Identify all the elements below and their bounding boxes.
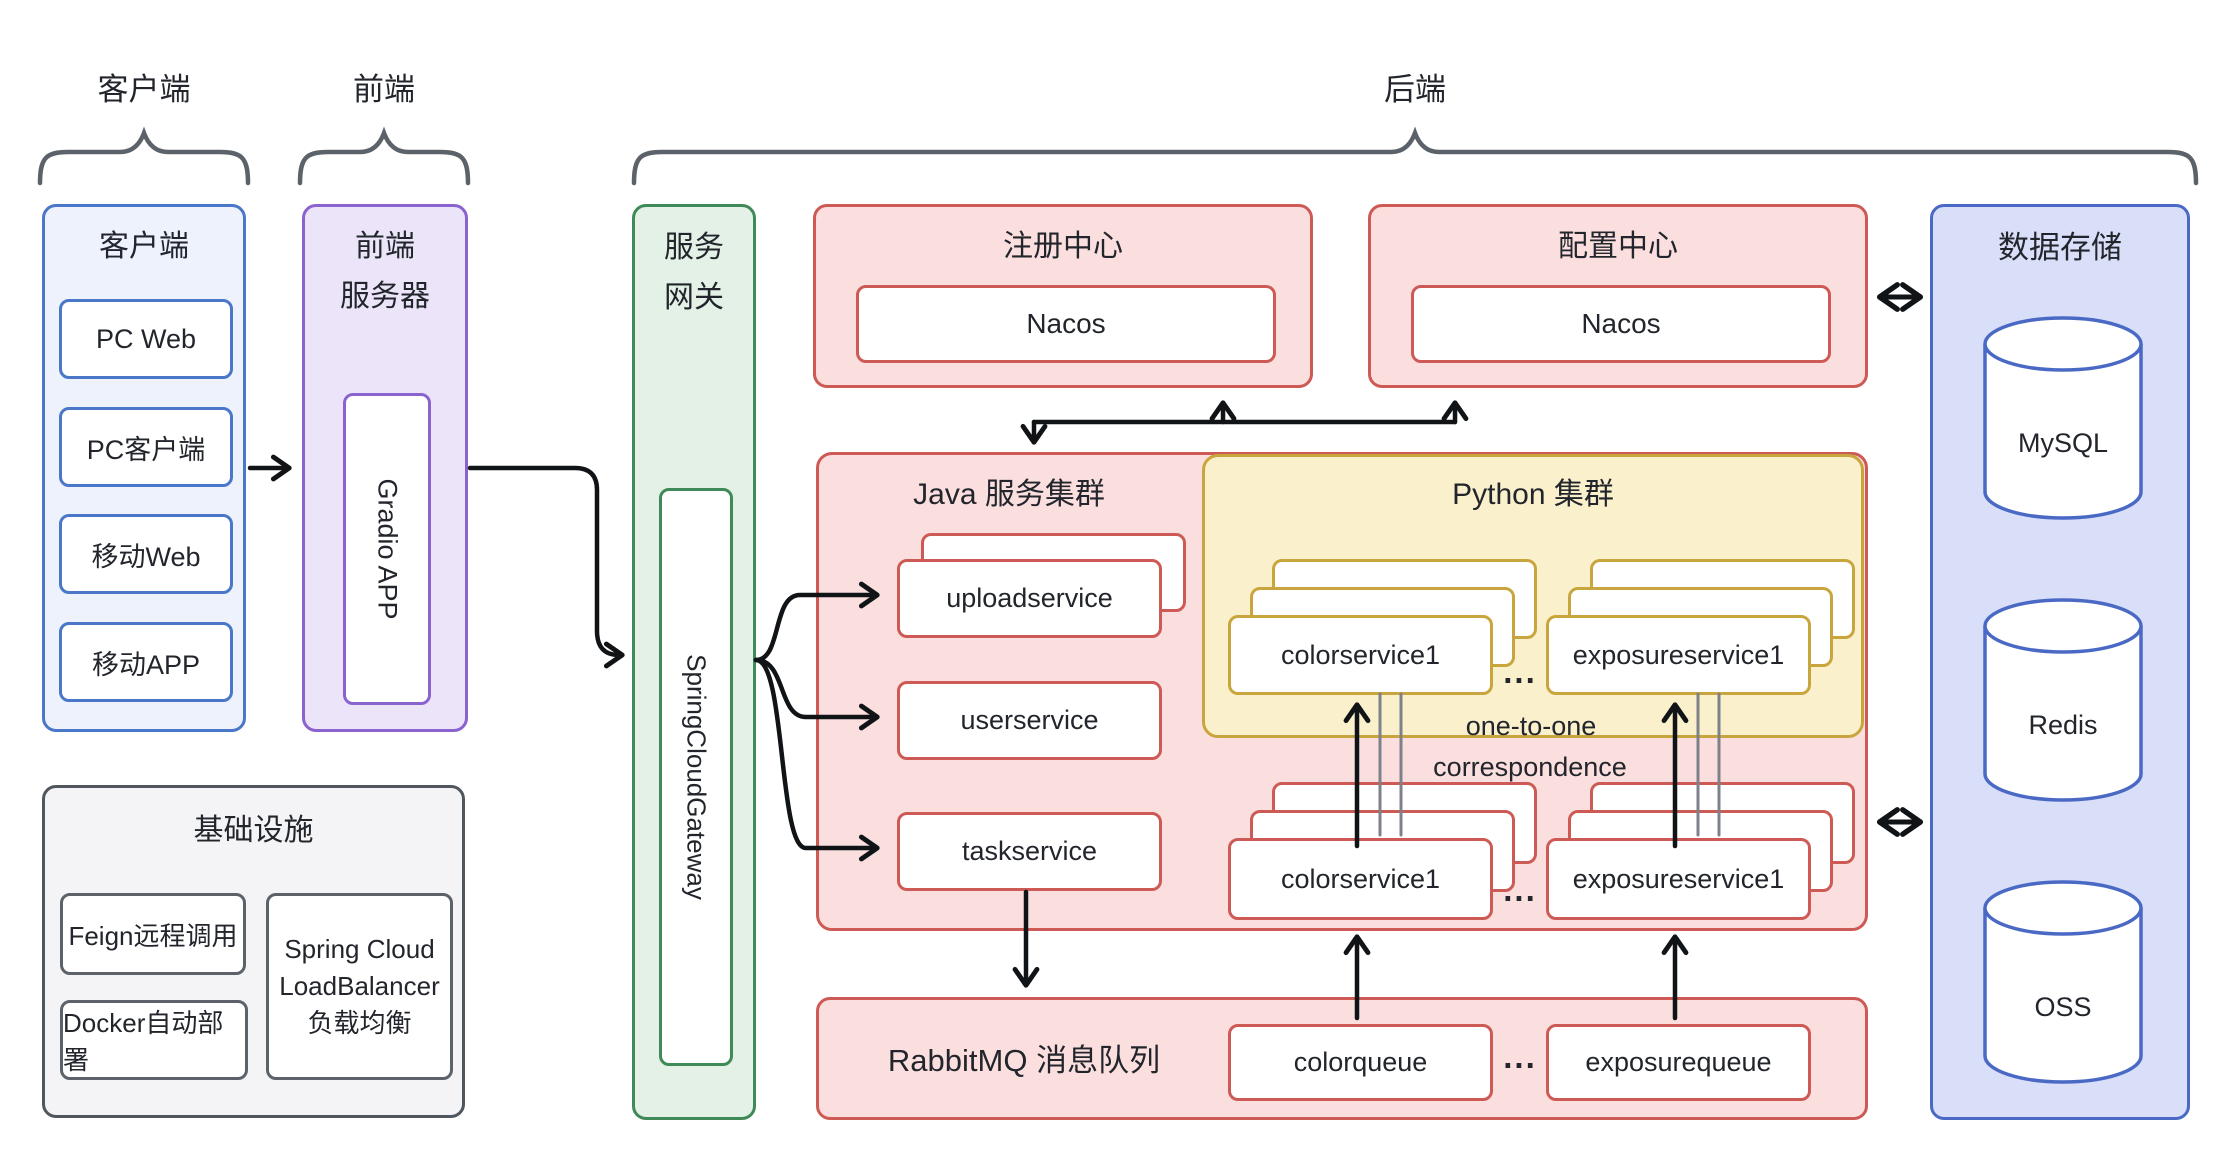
rabbitmq-panel: RabbitMQ 消息队列 colorqueue exposurequeue .… (816, 997, 1868, 1120)
rabbitmq-title: RabbitMQ 消息队列 (887, 1043, 1161, 1078)
taskservice-box: taskservice (897, 812, 1162, 891)
registry-nacos-box: Nacos (856, 285, 1276, 363)
frontend-brace (297, 126, 471, 186)
colorservice-box: colorservice1 (1228, 615, 1493, 695)
infra-panel: 基础设施 Feign远程调用 Docker自动部署 Spring Cloud L… (42, 785, 465, 1118)
oss-label: OSS (2034, 992, 2092, 1022)
frontend-brace-label: 前端 (353, 72, 415, 107)
loadbalancer-lines: Spring Cloud LoadBalancer 负载均衡 (279, 931, 439, 1042)
group-braces (37, 126, 2199, 186)
one-to-one-note-line2: correspondence (1433, 752, 1627, 782)
gateway-panel: 服务 网关 SpringCloudGateway (632, 204, 756, 1120)
frontend-panel-subtitle: 服务器 (340, 280, 430, 313)
java-cluster-title: Java 服务集群 (913, 478, 1105, 511)
colorqueue-box: colorqueue (1228, 1024, 1493, 1101)
registry-panel: 注册中心 Nacos (813, 204, 1313, 388)
loadbalancer-line2: LoadBalancer (279, 971, 440, 1001)
exposurequeue-box: exposurequeue (1546, 1024, 1811, 1101)
workers-ellipsis: ... (1503, 871, 1537, 908)
arrow-frontend-to-gateway (467, 465, 625, 669)
loadbalancer-line1: Spring Cloud (284, 934, 435, 964)
infra-panel-title: 基础设施 (193, 814, 314, 847)
uploadservice-box: uploadservice (897, 559, 1162, 638)
frontend-panel: 前端 服务器 Gradio APP (302, 204, 468, 732)
one-to-one-note-line1: one-to-one (1465, 711, 1597, 741)
backend-brace-label: 后端 (1384, 72, 1446, 107)
exposureservice-box: exposureservice1 (1546, 615, 1811, 695)
client-item-mobile-app: 移动APP (59, 622, 233, 702)
gateway-panel-title: 服务 (664, 231, 724, 264)
python-cluster-title: Python 集群 (1452, 478, 1614, 511)
client-item-pc-client: PC客户端 (59, 407, 233, 487)
client-item-pc-web: PC Web (59, 299, 233, 379)
loadbalancer-box: Spring Cloud LoadBalancer 负载均衡 (266, 893, 453, 1080)
gradio-app-label: Gradio APP (372, 478, 403, 620)
gradio-app-box: Gradio APP (343, 393, 431, 705)
colorservice-worker-box: colorservice1 (1228, 838, 1493, 920)
loadbalancer-line3: 负载均衡 (307, 1008, 412, 1038)
client-panel: 客户端 PC Web PC客户端 移动Web 移动APP (42, 204, 246, 732)
docker-box: Docker自动部署 (60, 1000, 248, 1080)
redis-label: Redis (2028, 710, 2098, 740)
backend-brace (631, 126, 2199, 186)
client-brace (37, 126, 251, 186)
client-item-mobile-web: 移动Web (59, 514, 233, 594)
registry-panel-title: 注册中心 (1003, 230, 1123, 263)
python-ellipsis: ... (1503, 653, 1537, 690)
exposureservice-worker-box: exposureservice1 (1546, 838, 1811, 920)
config-center-panel-title: 配置中心 (1558, 230, 1678, 263)
spring-cloud-gateway-label: SpringCloudGateway (681, 654, 712, 900)
feign-box: Feign远程调用 (60, 893, 246, 975)
python-cluster-panel: Python 集群 colorservice1 exposureservice1… (1202, 454, 1864, 741)
storage-panel-title: 数据存储 (1998, 230, 2122, 265)
client-panel-title: 客户端 (99, 230, 189, 263)
config-nacos-box: Nacos (1411, 285, 1831, 363)
config-center-panel: 配置中心 Nacos (1368, 204, 1868, 388)
userservice-box: userservice (897, 681, 1162, 760)
client-brace-label: 客户端 (97, 72, 191, 107)
spring-cloud-gateway-box: SpringCloudGateway (659, 488, 733, 1066)
queue-ellipsis: ... (1503, 1038, 1537, 1075)
gateway-panel-subtitle: 网关 (664, 281, 724, 314)
storage-panel: 数据存储 (1930, 204, 2190, 1120)
frontend-panel-title: 前端 (355, 230, 415, 263)
mysql-label: MySQL (2017, 428, 2109, 458)
